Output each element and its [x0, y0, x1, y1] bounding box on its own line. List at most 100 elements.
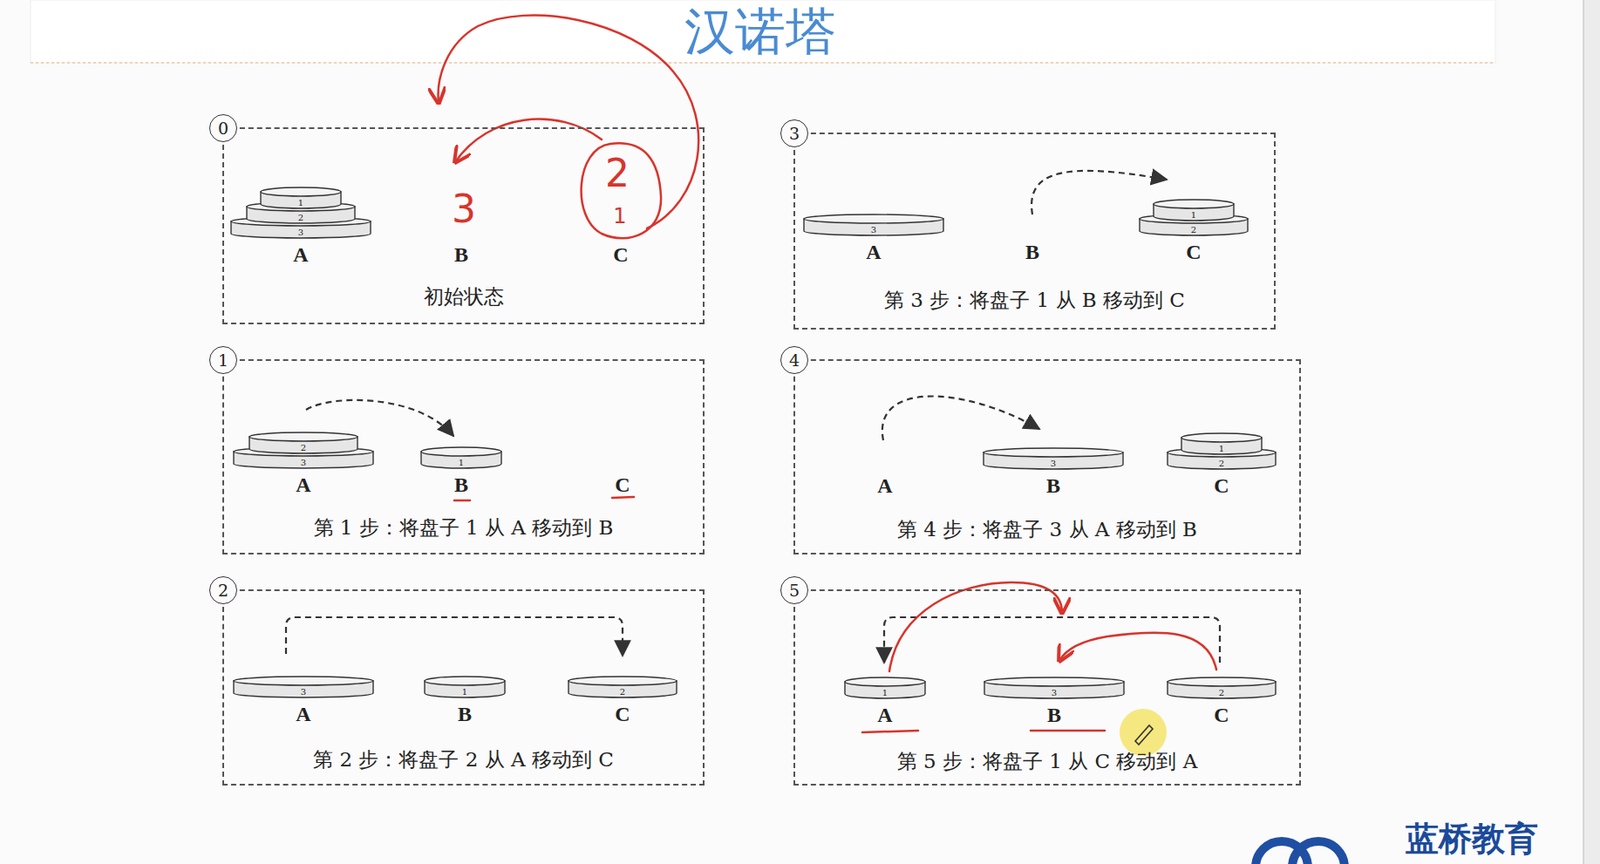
disk — [233, 676, 374, 698]
annotation-underline — [862, 730, 919, 733]
slide-title: 汉诺塔 — [684, 6, 837, 57]
disk-top — [568, 676, 677, 686]
handwritten-note: 1 — [612, 205, 627, 227]
step-number: 0 — [209, 114, 238, 143]
disk-number: 1 — [462, 687, 468, 697]
annotation-stroke — [1059, 633, 1217, 670]
peg-label: A — [295, 474, 311, 496]
peg-label: C — [614, 703, 630, 725]
step-caption: 第 4 步：将盘子 3 从 A 移动到 B — [897, 517, 1198, 543]
peg-label: A — [295, 703, 311, 725]
step-caption: 初始状态 — [423, 285, 504, 310]
peg-label: B — [1046, 475, 1061, 497]
peg-label: A — [877, 475, 892, 497]
annotation-stroke — [889, 582, 1063, 672]
step-number: 1 — [209, 346, 238, 375]
disk-number: 1 — [882, 688, 888, 698]
disk — [568, 676, 677, 698]
disk — [249, 432, 358, 454]
disk-number: 3 — [1051, 688, 1057, 698]
step-panel: 1 第 1 步：将盘子 1 从 A 移动到 B — [222, 359, 705, 555]
peg-label: B — [457, 703, 472, 725]
handwritten-note: 3 — [451, 190, 477, 229]
disk-number: 2 — [300, 443, 307, 453]
disk-top — [260, 187, 341, 197]
header-rule — [30, 61, 1496, 64]
peg-label: C — [614, 474, 630, 496]
disk-number: 3 — [871, 225, 877, 235]
disk — [424, 676, 505, 698]
annotation-underline — [612, 497, 634, 498]
disk-number: 1 — [458, 458, 464, 468]
disk-number: 3 — [300, 687, 307, 697]
step-panel: 5第 5 步：将盘子 1 从 C 移动到 A — [793, 589, 1301, 786]
disk-number: 2 — [1218, 459, 1225, 469]
move-arrow — [884, 617, 1220, 663]
peg-label: C — [1185, 241, 1201, 263]
disk — [421, 447, 502, 469]
step-panel: 3 第 3 步：将盘子 1 从 B 移动到 C — [793, 132, 1276, 330]
disk — [983, 448, 1124, 470]
step-panel: 4第 4 步：将盘子 3 从 A 移动到 B — [793, 359, 1301, 555]
disk-number: 1 — [1191, 211, 1197, 220]
disk-top — [844, 677, 926, 687]
move-arrow — [882, 395, 1040, 441]
step-caption: 第 3 步：将盘子 1 从 B 移动到 C — [884, 288, 1185, 314]
disk-top — [421, 447, 502, 457]
move-arrow — [285, 617, 623, 656]
step-number: 2 — [209, 576, 238, 605]
window-edge — [1583, 0, 1600, 864]
disk — [984, 677, 1124, 699]
step-caption: 第 5 步：将盘子 1 从 C 移动到 A — [897, 749, 1199, 775]
step-number: 5 — [780, 576, 809, 605]
cursor-highlight — [1119, 708, 1167, 756]
annotation-stroke — [455, 119, 602, 163]
peg-label: C — [1213, 704, 1229, 726]
peg-label: B — [454, 244, 469, 266]
disk-top — [1153, 199, 1234, 209]
disk-number: 1 — [1218, 444, 1225, 454]
disk-top — [424, 676, 505, 686]
disk — [1167, 677, 1276, 699]
annotation-stroke — [438, 15, 700, 229]
header-band — [30, 0, 1496, 63]
disk-number: 3 — [1050, 459, 1056, 469]
disk — [844, 677, 926, 699]
handwritten-note: 2 — [605, 154, 630, 193]
disk-top — [803, 214, 944, 224]
disk-number: 2 — [1191, 225, 1197, 235]
disk-top — [1181, 433, 1262, 443]
disk-number: 3 — [300, 458, 307, 468]
annotation-stroke — [581, 142, 661, 239]
annotation-underline — [454, 499, 470, 503]
logo-text: 蓝桥教育 — [1405, 822, 1539, 856]
disk — [1181, 433, 1262, 455]
peg-label: A — [292, 244, 308, 266]
peg-label: B — [1047, 704, 1062, 726]
disk-top — [1167, 677, 1276, 687]
disk — [1153, 199, 1234, 221]
disk-number: 2 — [1218, 688, 1225, 698]
step-caption: 第 1 步：将盘子 1 从 A 移动到 B — [313, 516, 614, 541]
logo-icon — [1292, 841, 1345, 864]
disk-number: 3 — [298, 228, 304, 238]
step-number: 3 — [780, 119, 809, 148]
window-edge — [1583, 0, 1585, 864]
move-arrow — [1031, 170, 1167, 215]
pen-icon — [1135, 725, 1153, 745]
peg-label: B — [1025, 241, 1040, 263]
disk-number: 2 — [298, 213, 304, 223]
disk-number: 2 — [619, 687, 626, 697]
peg-label: A — [877, 704, 892, 726]
step-caption: 第 2 步：将盘子 2 从 A 移动到 C — [313, 748, 614, 773]
disk-top — [249, 432, 358, 442]
move-arrow — [306, 400, 454, 436]
disk — [803, 214, 944, 236]
disk-number: 1 — [298, 198, 304, 208]
disk-top — [233, 676, 374, 686]
peg-label: C — [1213, 475, 1229, 497]
peg-label: B — [454, 474, 469, 496]
disk-top — [983, 448, 1124, 457]
peg-label: C — [612, 244, 628, 266]
peg-label: A — [865, 241, 881, 263]
